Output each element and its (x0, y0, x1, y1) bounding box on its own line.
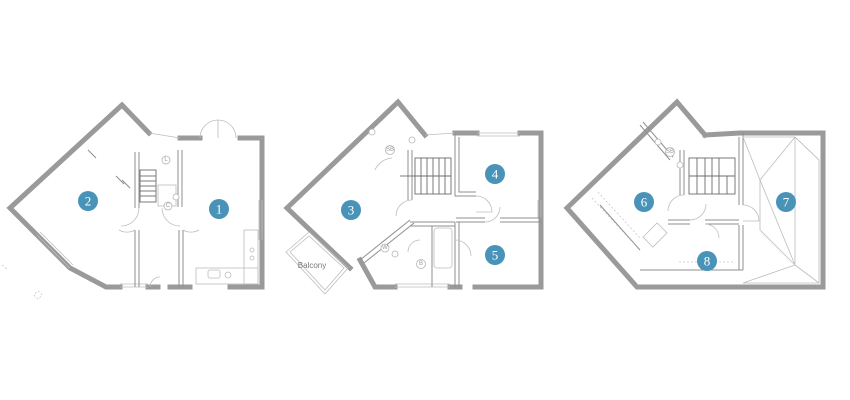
wc-fixture-label: L (164, 157, 168, 163)
balcony-label: Balcony (298, 261, 326, 270)
ensuite-fixture-icon (385, 145, 395, 155)
room-badge-1-label: 1 (216, 202, 223, 217)
first-floor-plan: B W SB Balcony 3 4 5 (283, 98, 544, 295)
room-badge-1: 1 (209, 199, 229, 219)
room-badge-4-label: 4 (492, 167, 499, 182)
cupboard-fixture-icon-2 (172, 193, 180, 201)
room-badge-3-label: 3 (348, 203, 355, 218)
ensuite-fixture-icon-3 (408, 136, 416, 144)
ensuite2-fixture-icon-3 (676, 161, 684, 169)
ground-staircase (139, 169, 157, 203)
second-floor-plan: SB 6 7 8 (563, 98, 826, 290)
cupboard-fixture-icon (163, 201, 173, 211)
bathroom-fixture-icon (416, 259, 426, 269)
room-badge-7-label: 7 (783, 195, 790, 210)
ground-floor-plan: L C 2 1 (1, 101, 265, 300)
room-badge-5: 5 (485, 245, 505, 265)
ensuite-fixture-icon-2 (368, 128, 376, 136)
room-badge-5-label: 5 (492, 248, 499, 263)
bathroom-fixture-label: B (419, 261, 423, 267)
cupboard-fixture-icon-3 (391, 250, 399, 258)
room-badge-8-label: 8 (704, 254, 711, 269)
wc-fixture-icon (161, 155, 171, 165)
room-badge-8: 8 (697, 251, 717, 271)
room-badge-4: 4 (485, 164, 505, 184)
ensuite2-fixture-label: SB (666, 149, 674, 155)
kitchen-side-counter (243, 229, 259, 285)
room-badge-6-label: 6 (641, 195, 648, 210)
kitchen-counter (195, 267, 259, 285)
ensuite-fixture-label: SB (386, 147, 394, 153)
ensuite2-fixture-icon-2 (654, 138, 662, 146)
wm-fixture-icon (380, 243, 390, 253)
room-badge-2: 2 (78, 191, 98, 211)
room-badge-2-label: 2 (85, 194, 92, 209)
first-staircase (400, 157, 452, 195)
cupboard-fixture-label: C (166, 203, 171, 209)
room-badge-6: 6 (634, 192, 654, 212)
room-badge-3: 3 (341, 200, 361, 220)
ensuite2-fixture-icon (665, 147, 675, 157)
bathtub (433, 227, 453, 269)
wm-fixture-label: W (382, 245, 388, 251)
room-badge-7: 7 (776, 192, 796, 212)
balcony: Balcony (285, 231, 349, 295)
second-staircase (688, 157, 736, 195)
